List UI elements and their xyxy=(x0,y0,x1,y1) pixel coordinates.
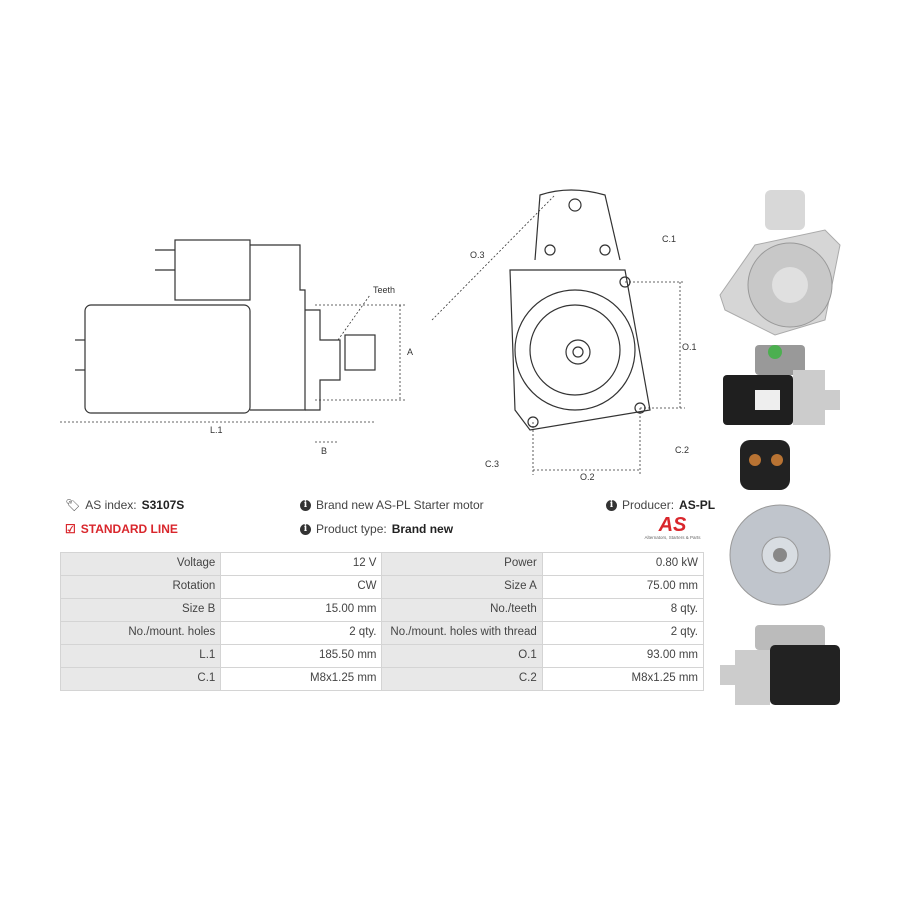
spec-value: 93.00 mm xyxy=(541,644,705,668)
c1-label: C.1 xyxy=(662,234,676,244)
spec-value: 2 qty. xyxy=(220,621,383,645)
size-a-label: A xyxy=(407,347,413,357)
spec-label: C.1 xyxy=(59,667,222,691)
spec-value: 2 qty. xyxy=(541,621,705,645)
spec-label: Rotation xyxy=(59,575,222,599)
spec-value: 8 qty. xyxy=(541,598,705,622)
photo-front xyxy=(719,190,841,336)
standard-line: ☑ STANDARD LINE xyxy=(65,522,178,536)
as-index: 🏷 AS index: S3107S xyxy=(65,498,184,512)
product-type: i Product type: Brand new xyxy=(300,522,453,536)
spec-value: M8x1.25 mm xyxy=(220,667,383,691)
product-photos xyxy=(719,190,841,705)
product-type-value: Brand new xyxy=(391,522,454,536)
description: i Brand new AS-PL Starter motor xyxy=(300,498,484,512)
c3-label: C.3 xyxy=(485,459,499,469)
spec-value: 15.00 mm xyxy=(220,598,383,622)
info-icon: i xyxy=(606,499,617,511)
spec-label: Power xyxy=(381,552,543,576)
producer: i Producer: AS-PL xyxy=(606,498,715,512)
spec-value: 0.80 kW xyxy=(541,552,705,576)
o3-label: O.3 xyxy=(470,250,485,260)
producer-label: Producer: xyxy=(622,498,675,512)
tags-icon: 🏷 xyxy=(65,498,81,512)
spec-label: No./teeth xyxy=(381,598,543,622)
checkbox-icon: ☑ xyxy=(65,522,76,536)
as-index-value: S3107S xyxy=(141,498,185,512)
c2-label: C.2 xyxy=(675,445,689,455)
spec-value: CW xyxy=(220,575,383,599)
spec-label: C.2 xyxy=(381,667,543,691)
spec-label: No./mount. holes xyxy=(59,621,222,645)
o2-label: O.2 xyxy=(580,472,595,480)
photo-side xyxy=(723,345,840,425)
as-pl-logo: AS Alternators, Starters & Parts xyxy=(644,514,701,540)
spec-value: M8x1.25 mm xyxy=(541,667,705,691)
producer-value: AS-PL xyxy=(679,498,716,512)
spec-value: 75.00 mm xyxy=(541,575,705,599)
l1-label: L.1 xyxy=(210,425,223,435)
spec-label: Voltage xyxy=(59,552,222,576)
spec-label: L.1 xyxy=(59,644,222,668)
as-index-label: AS index: xyxy=(85,498,137,512)
description-text: Brand new AS-PL Starter motor xyxy=(316,498,484,512)
photo-side-2 xyxy=(720,625,840,705)
spec-value: 185.50 mm xyxy=(220,644,383,668)
product-type-label: Product type: xyxy=(316,522,387,536)
front-view-diagram: O.3 C.1 O.1 C.3 O.2 C.2 xyxy=(431,189,697,480)
spec-label: O.1 xyxy=(381,644,543,668)
spec-value: 12 V xyxy=(220,552,383,576)
teeth-label: Teeth xyxy=(373,285,395,295)
size-b-label: B xyxy=(321,446,327,456)
info-icon: i xyxy=(300,523,311,535)
o1-label: O.1 xyxy=(682,342,697,352)
spec-label: Size A xyxy=(381,575,543,599)
spec-label: Size B xyxy=(59,598,222,622)
spec-label: No./mount. holes with thread xyxy=(381,621,543,645)
standard-line-label: STANDARD LINE xyxy=(80,522,178,536)
photo-rear xyxy=(729,440,831,606)
side-view-diagram: Teeth A L.1 B xyxy=(60,239,413,456)
info-icon: i xyxy=(300,499,311,511)
